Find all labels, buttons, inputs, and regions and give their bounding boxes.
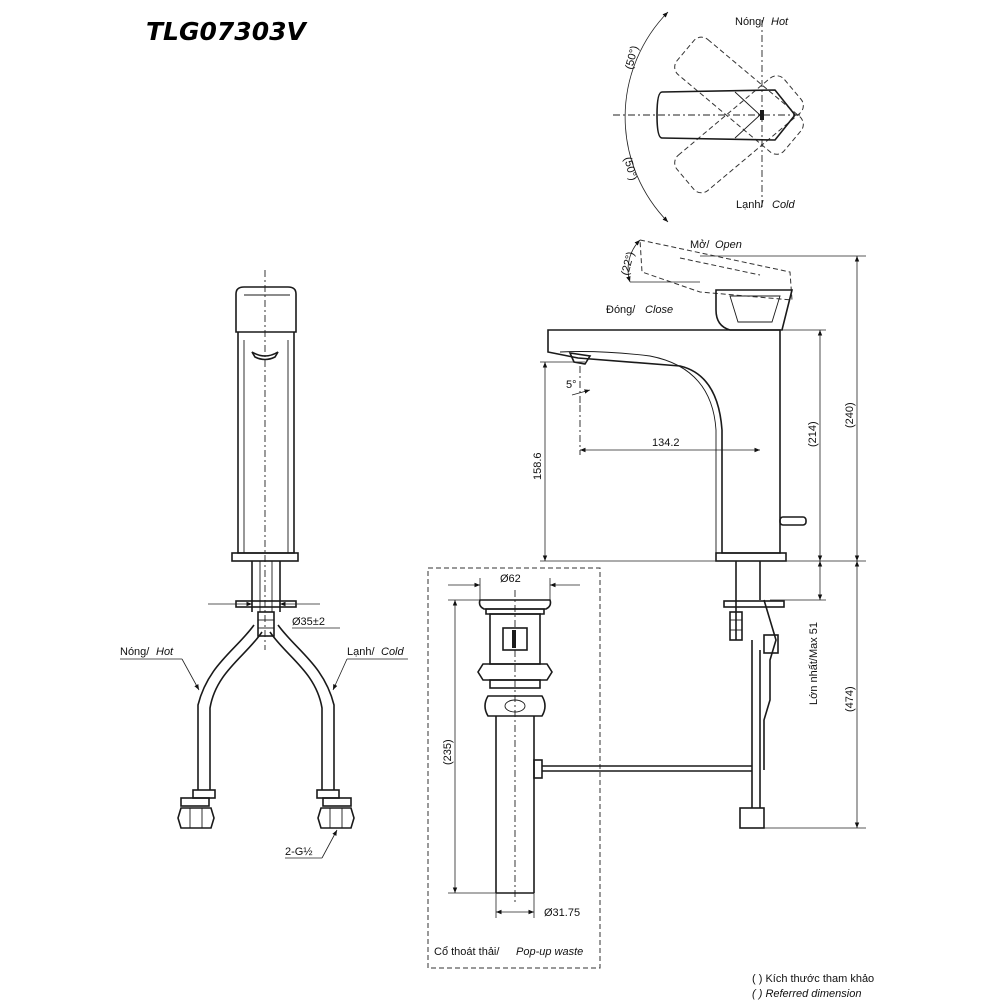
top-angle-hot: (50°)	[623, 45, 641, 71]
top-angle-cold: (50°)	[621, 156, 639, 182]
lever-hot-position	[674, 36, 804, 155]
lever-center-position	[656, 89, 797, 141]
popup-waste-frame	[427, 567, 601, 969]
top-view: Nóng/ Hot Lạnh/ Cold (50°) (50°)	[613, 11, 804, 223]
front-cold-hose-inner	[269, 631, 323, 790]
waste-length: (235)	[442, 739, 454, 765]
side-view: (22°) Mở/ Open Đóng/ Close 5° 134.2	[532, 239, 866, 829]
lever-cold-position	[674, 75, 804, 194]
side-faucet-body	[547, 329, 781, 554]
waste-top-diameter: Ø62	[500, 573, 521, 585]
popup-waste-view: Ø62 (235) Ø31.75 Cổ thoát thải/ Pop-up w…	[427, 567, 752, 969]
front-hot-label-en: Hot	[156, 646, 174, 658]
top-hot-label-en: Hot	[771, 16, 789, 28]
side-popup-linkage	[763, 599, 777, 770]
legend: ( ) Kích thước tham khảo ( ) Referred di…	[752, 973, 874, 1000]
top-hot-label: Nóng/	[735, 16, 765, 28]
waste-locknut	[477, 663, 553, 681]
front-cold-connector	[317, 807, 355, 829]
side-connector	[739, 807, 765, 829]
top-cold-label-en: Cold	[772, 199, 796, 211]
front-connector-size: 2-G½	[285, 846, 313, 858]
side-spout-reach: 134.2	[652, 437, 680, 449]
side-mounting-nut	[729, 611, 743, 641]
front-view: Ø35±2 Nóng/ Hot Lạnh/ Cold 2-G½	[120, 270, 408, 859]
side-total-height: (240)	[844, 402, 856, 428]
legend-line-vi: ( ) Kích thước tham khảo	[752, 973, 874, 985]
side-close-label-en: Close	[645, 304, 673, 316]
side-open-label: Mở/	[690, 239, 710, 251]
side-open-label-en: Open	[715, 239, 742, 251]
front-cold-label: Lạnh/	[347, 646, 375, 658]
side-lever-angle: (22°)	[619, 251, 637, 277]
waste-ring	[484, 695, 546, 717]
legend-line-en: ( ) Referred dimension	[752, 988, 861, 1000]
side-spout-angle: 5°	[566, 379, 577, 391]
front-hot-connector	[177, 807, 215, 829]
waste-bottom-diameter: Ø31.75	[544, 907, 580, 919]
side-aerator	[568, 351, 592, 365]
front-cold-label-en: Cold	[381, 646, 405, 658]
side-close-label: Đóng/	[606, 304, 636, 316]
front-mounting-nut	[257, 611, 275, 637]
front-lever	[235, 286, 297, 333]
waste-caption-en: Pop-up waste	[516, 946, 583, 958]
front-hole-diameter: Ø35±2	[292, 616, 325, 628]
side-body-height: (214)	[807, 421, 819, 447]
top-cold-label: Lạnh/	[736, 199, 764, 211]
side-max-thickness: Lớn nhất/Max 51	[808, 622, 820, 705]
front-base-flange	[231, 552, 299, 562]
front-spout-outlet	[251, 351, 279, 361]
front-body	[237, 332, 295, 554]
waste-caption: Cổ thoát thải/	[434, 946, 500, 958]
front-cold-hose-outer	[277, 624, 335, 790]
side-spout-height: 158.6	[532, 452, 544, 480]
front-hot-label: Nóng/	[120, 646, 150, 658]
handle-rotation-arc	[624, 11, 669, 223]
side-popup-rod	[779, 516, 807, 526]
side-hose-length: (474)	[844, 686, 856, 712]
model-title: TLG07303V	[146, 17, 307, 46]
front-hot-hose-inner	[209, 631, 263, 790]
side-base-flange	[715, 552, 787, 562]
waste-cap	[478, 599, 552, 610]
front-hot-hose-outer	[197, 624, 255, 790]
